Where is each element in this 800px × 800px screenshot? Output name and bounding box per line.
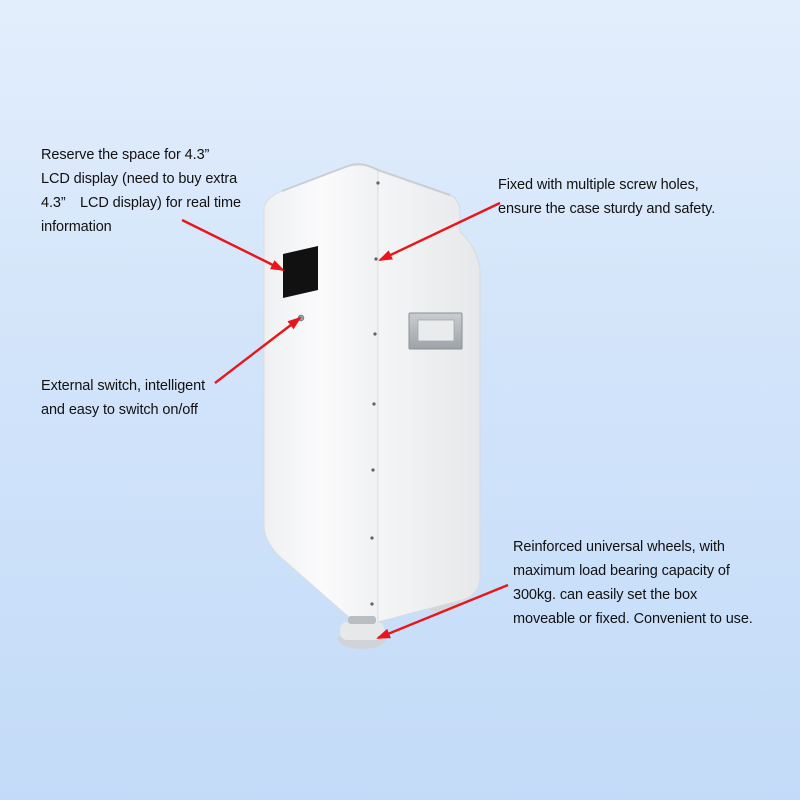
arrow-to-lcd: [181, 218, 285, 272]
cabinet-side-panel: [377, 169, 481, 623]
callout-line: Reserve the space for 4.3”: [41, 147, 210, 163]
lcd-display-cutout: [283, 246, 318, 298]
callout-line: 300kg. can easily set the box: [513, 587, 698, 603]
callout-lcd-display: Reserve the space for 4.3” LCD display (…: [41, 143, 241, 239]
callout-universal-wheels: Reinforced universal wheels, with maximu…: [513, 535, 753, 631]
callout-line: moveable or fixed. Convenient to use.: [513, 611, 753, 627]
cabinet-front-panel: [263, 163, 379, 626]
arrow-to-wheel: [376, 583, 509, 640]
callout-line: Reinforced universal wheels, with: [513, 539, 725, 555]
callout-external-switch: External switch, intelligent and easy to…: [41, 374, 205, 422]
callout-line: 4.3” LCD display) for real time: [41, 195, 241, 211]
front-wheel: [338, 616, 386, 649]
callout-line: information: [41, 219, 112, 235]
callout-screw-holes: Fixed with multiple screw holes, ensure …: [498, 173, 715, 221]
side-handle: [408, 312, 463, 350]
arrow-to-screw-hole: [378, 201, 501, 262]
callout-line: maximum load bearing capacity of: [513, 563, 730, 579]
arrow-to-switch: [214, 316, 302, 384]
callout-line: ensure the case sturdy and safety.: [498, 201, 716, 217]
callout-line: External switch, intelligent: [41, 378, 206, 394]
callout-line: Fixed with multiple screw holes,: [498, 177, 699, 193]
screw-holes: [370, 181, 380, 606]
callout-line: and easy to switch on/off: [41, 402, 198, 418]
callout-line: LCD display (need to buy extra: [41, 171, 238, 187]
